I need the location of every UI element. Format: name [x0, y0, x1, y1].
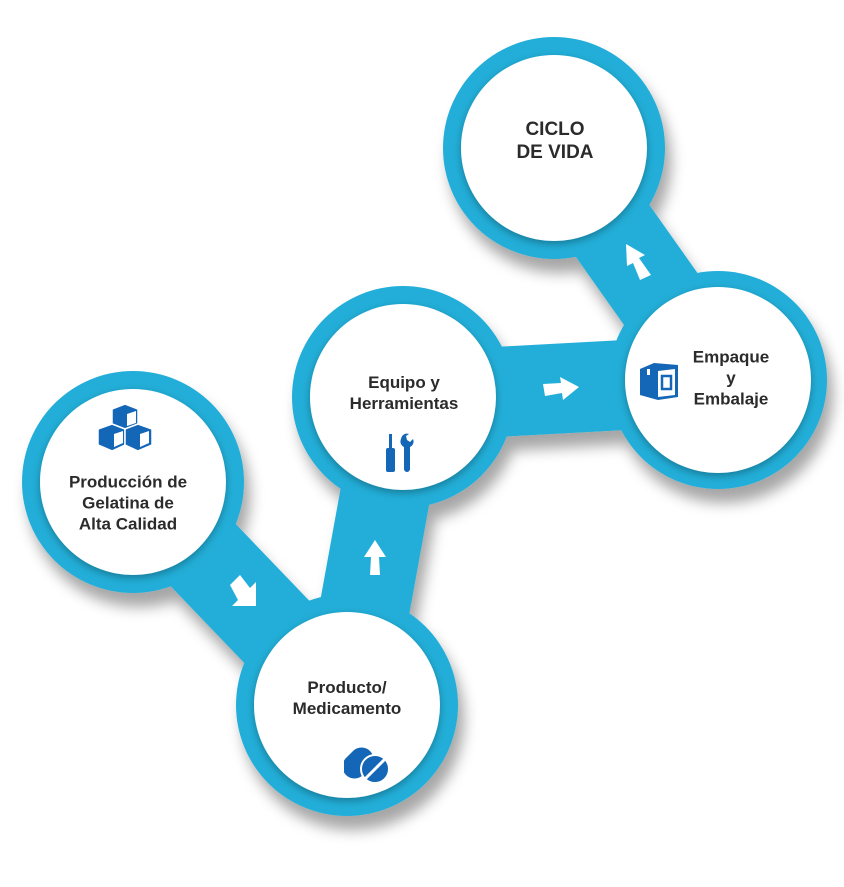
node-circle-produccion [40, 389, 226, 575]
cubes-icon [97, 403, 153, 452]
node-label-produccion: Producción de Gelatina de Alta Calidad [68, 472, 188, 534]
arrow-icon [626, 244, 651, 280]
node-circle-producto [254, 612, 440, 798]
pills-icon [344, 747, 390, 784]
node-circle-equipo [310, 304, 496, 490]
node-label-empaque: Empaque y Embalaje [692, 347, 770, 409]
arrow-icon [364, 540, 386, 575]
node-circle-empaque [625, 287, 811, 473]
node-label-equipo: Equipo y Herramientas [349, 373, 459, 413]
node-circle-ciclo [461, 55, 647, 241]
node-label-ciclo: CICLO DE VIDA [516, 119, 594, 163]
node-label-producto: Producto/ Medicamento [292, 678, 402, 718]
box-icon [640, 363, 678, 400]
arrow-icon [230, 575, 256, 606]
arrow-icon [543, 377, 579, 400]
tools-icon [386, 433, 414, 472]
